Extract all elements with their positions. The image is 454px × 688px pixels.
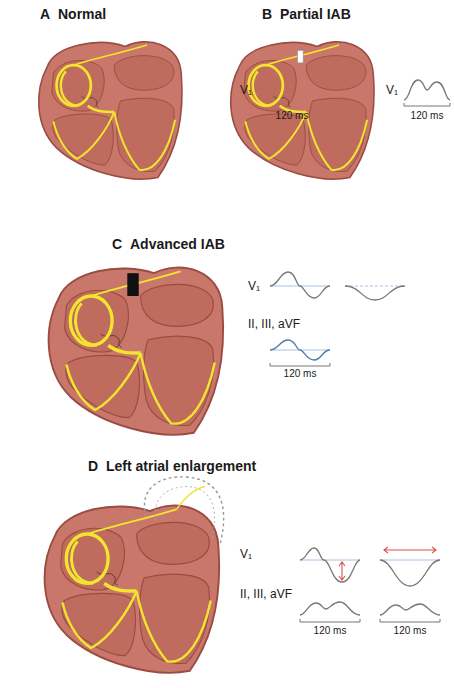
heart-illustration (231, 42, 374, 179)
lead-label: II, III, aVF (240, 588, 292, 602)
conduction-block (298, 50, 303, 62)
ecg-trace (404, 80, 450, 106)
lead-label: V₁ (240, 84, 252, 98)
time-scale-label: 120 ms (411, 110, 444, 122)
conduction-block (127, 273, 138, 296)
lead-label: V₁ (386, 84, 398, 98)
panel-letter: B (262, 6, 272, 22)
panel-title: Normal (58, 6, 106, 22)
heart-illustration (49, 268, 223, 435)
panel-letter: A (40, 6, 50, 22)
panel-letter: D (88, 458, 98, 474)
time-scale-label: 120 ms (276, 110, 309, 122)
panel-title: Advanced IAB (130, 236, 225, 252)
panel-letter: C (112, 236, 122, 252)
lead-label: V₁ (248, 280, 260, 294)
heart-illustration (45, 477, 224, 673)
enlarged-atrium-outline (144, 477, 223, 544)
panel-title: Left atrial enlargement (106, 458, 256, 474)
heart-illustration (39, 42, 182, 179)
time-scale-label: 120 ms (394, 625, 427, 637)
lead-label: V₁ (240, 548, 252, 562)
lead-label: II, III, aVF (248, 318, 300, 332)
time-scale-label: 120 ms (284, 368, 317, 380)
panel-title: Partial IAB (280, 6, 351, 22)
ecg-trace (300, 547, 440, 622)
time-scale-label: 120 ms (314, 625, 347, 637)
